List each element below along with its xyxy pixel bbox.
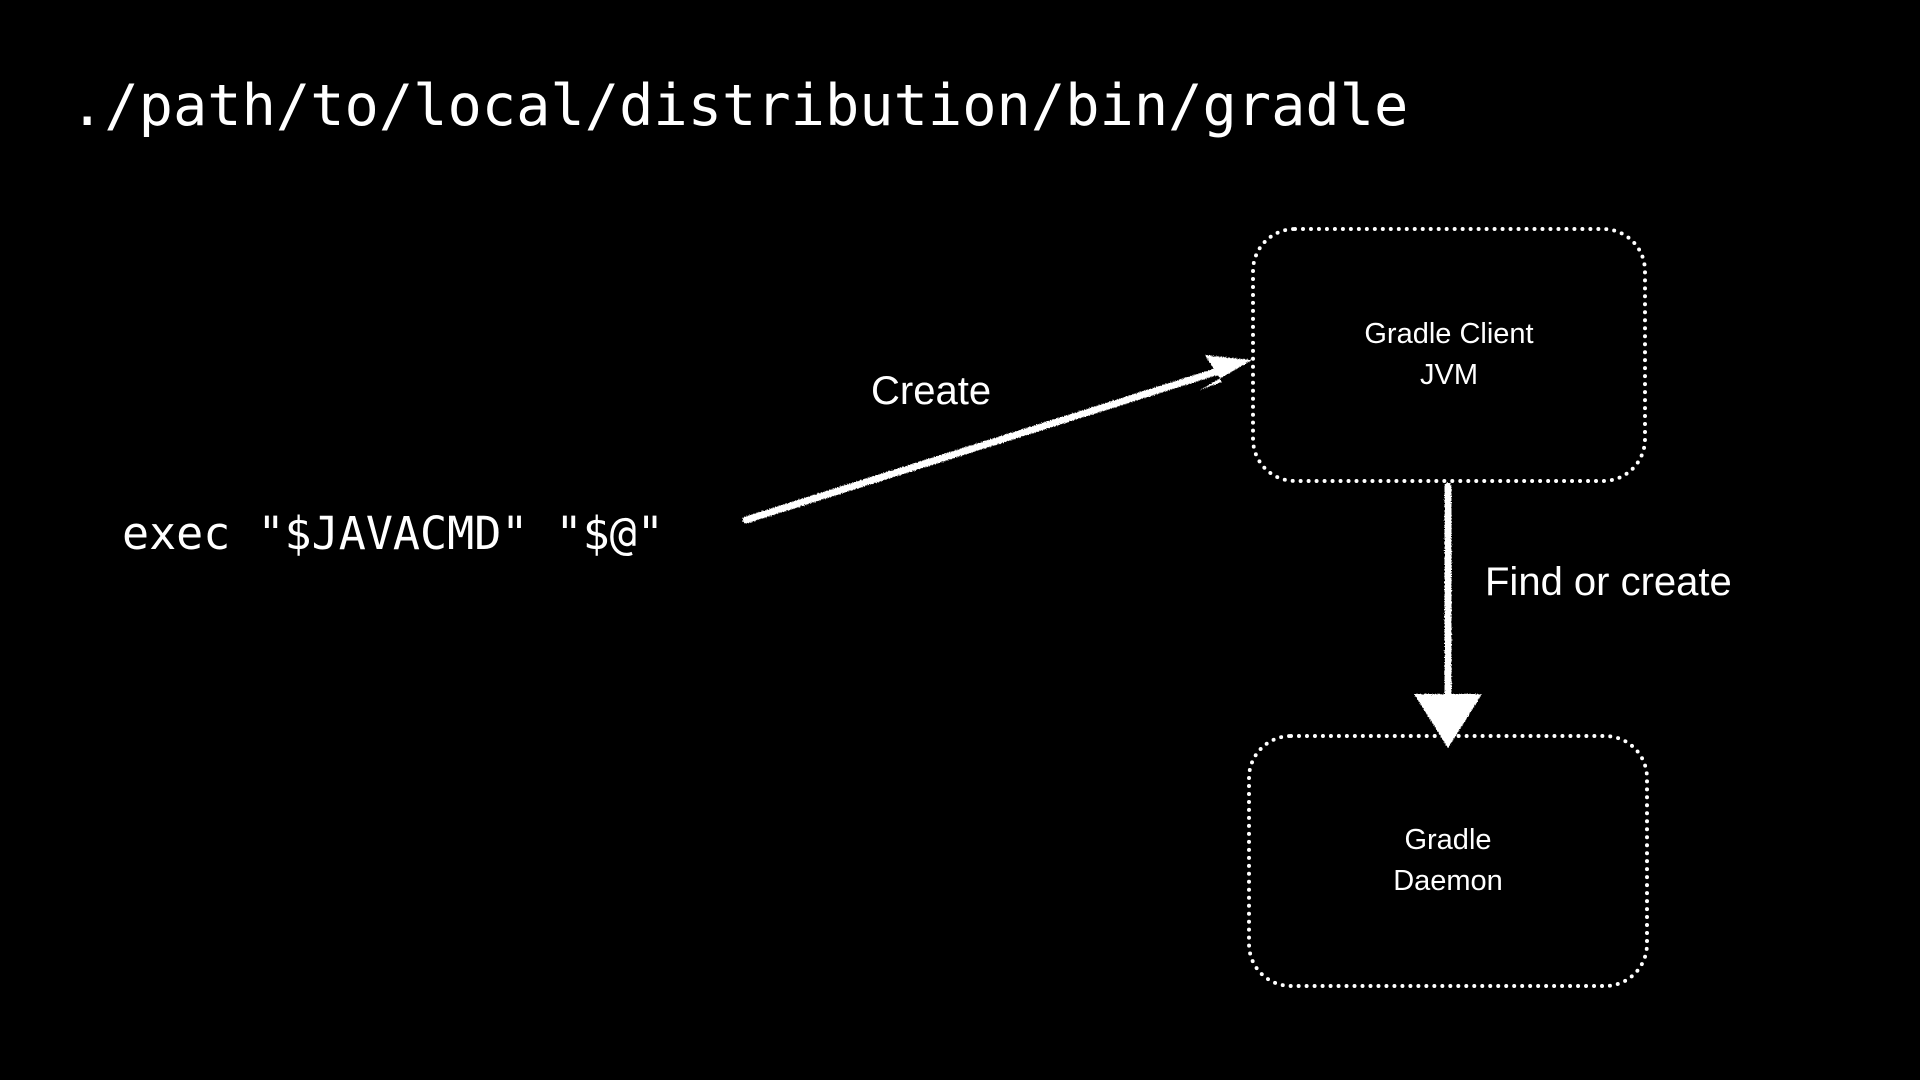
node-gradle-daemon[interactable]: Gradle Daemon — [1247, 734, 1649, 988]
exec-command-line: exec "$JAVACMD" "$@" — [122, 507, 664, 560]
node-gradle-daemon-label: Gradle Daemon — [1393, 824, 1503, 897]
edge-client-to-daemon — [1414, 482, 1482, 748]
edge-label-find-or-create: Find or create — [1485, 560, 1732, 604]
edge-label-create: Create — [871, 369, 992, 413]
edge-exec-to-client — [742, 355, 1252, 524]
title-command-path: ./path/to/local/distribution/bin/gradle — [70, 73, 1409, 139]
node-gradle-client-jvm-label: Gradle Client JVM — [1364, 318, 1534, 391]
node-gradle-client-jvm[interactable]: Gradle Client JVM — [1251, 227, 1647, 483]
